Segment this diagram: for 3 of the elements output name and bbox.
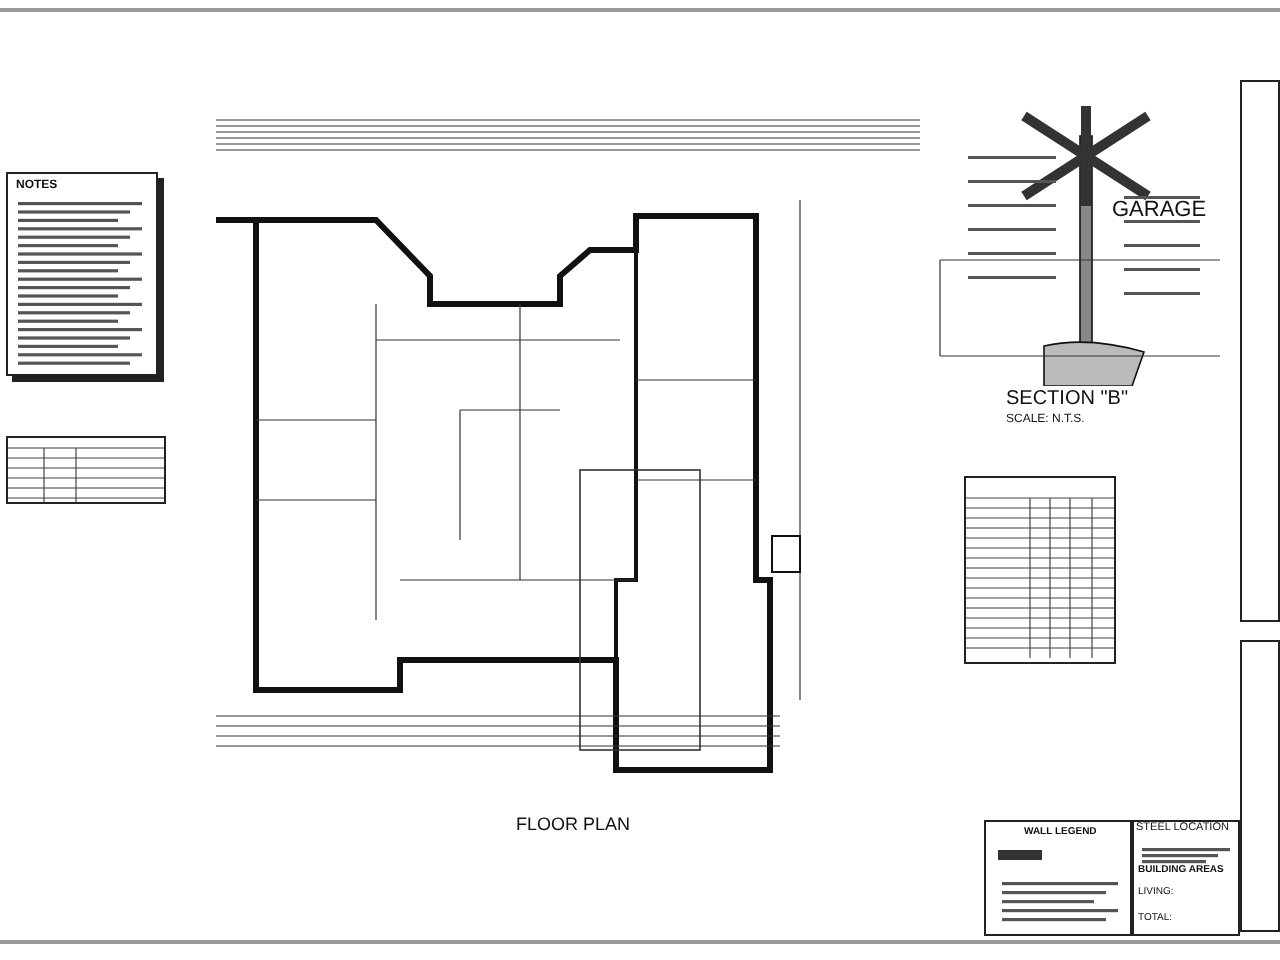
section-title: SECTION "B" xyxy=(1006,390,1128,410)
room-label: GARAGE xyxy=(1112,200,1207,222)
drawing-title: FLOOR PLAN xyxy=(516,816,631,834)
